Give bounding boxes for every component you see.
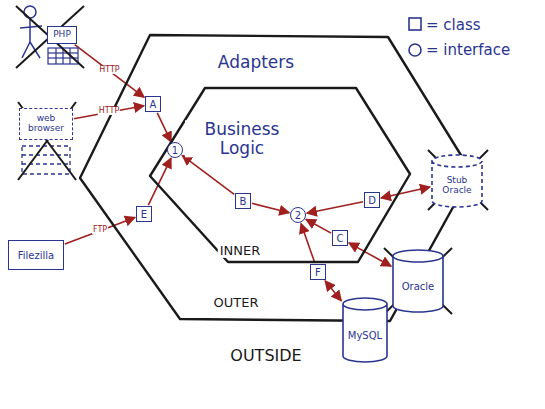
cross-out <box>18 102 76 180</box>
node-label: Stub Oracle <box>435 176 479 196</box>
hexagon-line <box>80 35 472 321</box>
node-label: MySQL <box>348 330 382 341</box>
connector-label: FTP <box>92 226 108 234</box>
cylinder-line <box>343 298 387 362</box>
node-label: Filezilla <box>18 250 54 261</box>
connector <box>301 223 315 263</box>
oracle-database: Oracle <box>392 250 444 312</box>
php-box: PHP <box>47 26 77 44</box>
region-label: INNER <box>218 244 263 258</box>
region-title: Adapters <box>216 53 296 72</box>
connector <box>157 113 171 142</box>
interface-circle: 2 <box>290 207 306 223</box>
cross-out <box>428 150 488 210</box>
class-letter: B <box>240 196 247 207</box>
class-letter: C <box>337 233 344 244</box>
node-label: web browser <box>23 114 69 134</box>
stub-database: Stub Oracle <box>431 155 483 207</box>
interface-number: 1 <box>172 145 178 156</box>
cross-out <box>384 248 452 314</box>
class-letter: A <box>150 99 157 110</box>
class-box: F <box>310 264 326 280</box>
class-box: E <box>136 206 152 222</box>
class-box: B <box>235 193 251 209</box>
connector <box>148 158 171 205</box>
connector <box>325 281 341 301</box>
interface-number: 2 <box>295 210 301 221</box>
hexagon-line <box>150 88 410 262</box>
cylinder-line <box>432 155 482 207</box>
node-label: PHP <box>53 30 71 40</box>
filezilla-box: Filezilla <box>8 240 64 270</box>
cross-out <box>16 6 84 68</box>
legend-text: = interface <box>426 42 510 59</box>
browser-window-dashed <box>22 146 70 174</box>
connector <box>306 219 331 233</box>
interface-circle: 1 <box>167 142 183 158</box>
connector <box>381 187 430 198</box>
mysql-database: MySQL <box>342 298 388 362</box>
connector <box>182 155 234 194</box>
class-box: D <box>364 192 380 208</box>
inner-hexagon: Business LogicINNER 1B 2 D C <box>148 86 412 264</box>
region-title: Business Logic <box>185 120 299 157</box>
class-box: A <box>145 96 161 112</box>
keyboard-grid <box>48 48 78 64</box>
hexagon-outline <box>148 86 412 264</box>
region-label: OUTER <box>212 296 261 310</box>
connector-label: HTTP <box>98 66 120 74</box>
legend-interface-circle <box>409 44 421 56</box>
connector <box>307 202 363 213</box>
browser-box: web browser <box>19 108 73 140</box>
connector <box>252 203 289 212</box>
class-letter: E <box>141 209 147 220</box>
class-letter: F <box>315 267 321 278</box>
legend-class-square <box>409 18 421 30</box>
class-letter: D <box>368 195 376 206</box>
legend-text: = class <box>426 17 481 34</box>
cylinder-line <box>393 250 443 312</box>
outside-label: OUTSIDE <box>230 347 301 365</box>
class-box: C <box>332 230 348 246</box>
connector <box>75 45 145 98</box>
connector-label: HTTP <box>98 107 120 115</box>
node-label: Oracle <box>402 281 435 292</box>
